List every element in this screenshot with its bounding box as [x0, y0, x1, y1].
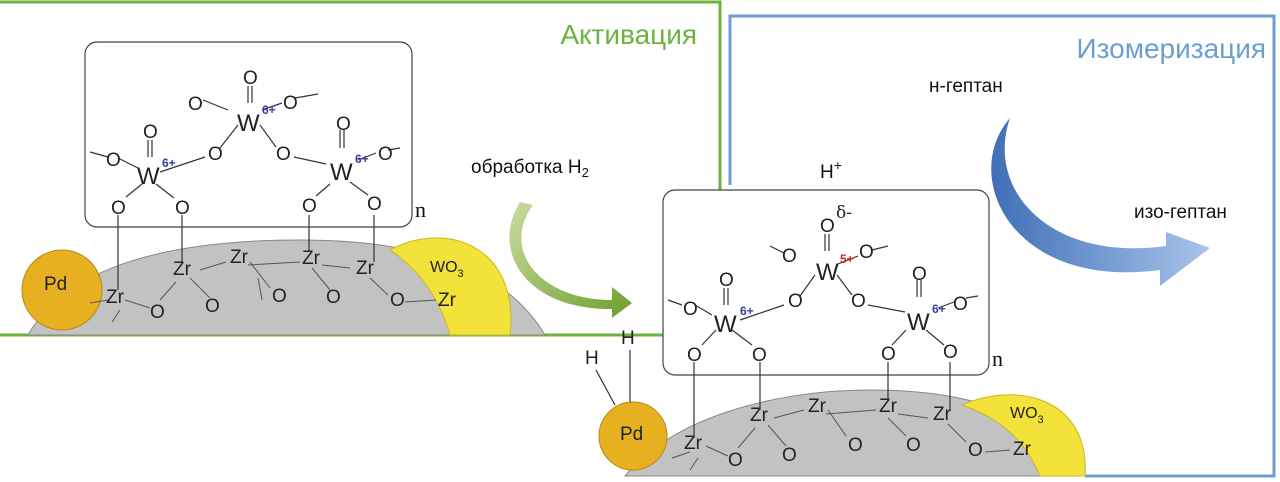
o-atom: O [283, 93, 298, 114]
o-atom: O [782, 445, 797, 466]
o-atom: O [683, 299, 698, 320]
o-atom: O [205, 296, 220, 317]
oxidation-state: 6+ [162, 156, 176, 170]
w-atom: W [816, 259, 839, 286]
zr-atom: Zr [356, 258, 375, 279]
product-label: изо-гептан [1134, 202, 1227, 223]
oxidation-state: 5+ [840, 252, 854, 266]
isomerization-panel: Изомеризация н-гептан изо-гептан H+ WO3 … [585, 14, 1276, 478]
o-atom: O [788, 291, 803, 312]
pd-label-left: Pd [44, 274, 67, 295]
isomerization-title: Изомеризация [1076, 33, 1266, 64]
zr-atom: Zr [173, 259, 192, 280]
o-atom: O [390, 290, 405, 311]
w-atom: W [714, 311, 737, 338]
oxidation-state: 6+ [932, 302, 946, 316]
o-atom: O [272, 286, 287, 307]
o-atom: O [106, 150, 121, 171]
zr-atom: Zr [438, 290, 457, 311]
activation-title: Активация [560, 19, 697, 50]
o-atom: O [728, 450, 743, 471]
zr-atom: Zr [750, 405, 769, 426]
zr-atom: Zr [230, 247, 249, 268]
oxidation-state: 6+ [262, 103, 276, 117]
hydrogen-bonds [595, 350, 631, 406]
o-atom: O [820, 216, 835, 237]
cluster-atoms-right: W 5+ W 6+ W 6+ O O O O O O O O O O O O O [683, 216, 968, 366]
delta-label: δ- [836, 203, 852, 223]
o-atom: O [188, 94, 203, 115]
w-atom: W [330, 159, 353, 186]
hydrogen-atom: H [621, 328, 635, 349]
wo3-particle-right [960, 394, 1086, 477]
isomerization-arrow [991, 118, 1210, 286]
o-atom: O [150, 302, 165, 323]
cluster-repeat-right: n [992, 346, 1003, 371]
cluster-box-right [662, 189, 990, 376]
o-atom: O [336, 114, 351, 135]
o-atom: O [782, 246, 797, 267]
w-atom: W [137, 163, 160, 190]
zr-atom: Zr [933, 404, 952, 425]
activation-panel: Активация Pd WO3 Zr Zr Zr Zr Zr Zr O O O… [0, 0, 722, 337]
zr-atom: Zr [106, 287, 125, 308]
zr-atom: Zr [1013, 439, 1032, 460]
w-atom: W [907, 309, 930, 336]
o-atom: O [302, 196, 317, 217]
o-atom: O [175, 198, 190, 219]
pd-label-right: Pd [620, 424, 643, 445]
zr-atom: Zr [684, 433, 703, 454]
o-atom: O [953, 294, 968, 315]
zr-atom: Zr [302, 248, 321, 269]
support-atoms-left: Zr Zr Zr Zr Zr Zr O O O O O [89, 247, 457, 323]
isomerization-frame [728, 14, 1276, 478]
pd-particle-right [598, 401, 668, 471]
o-atom: O [906, 435, 921, 456]
cluster-bonds-left [89, 86, 401, 290]
o-atom: O [752, 345, 767, 366]
o-atom: O [243, 68, 258, 89]
oxidation-state: 6+ [355, 152, 369, 166]
cluster-repeat-left: n [415, 197, 426, 222]
o-atom: O [912, 264, 927, 285]
treatment-label: обработка H2 [471, 157, 589, 180]
o-atom: O [326, 287, 341, 308]
cluster-atoms-left: W 6+ W 6+ W 6+ O O O O O O O O O O O O O [106, 68, 393, 219]
cluster-box-left [84, 41, 413, 228]
o-atom: O [719, 270, 734, 291]
wo3-particle-left [389, 237, 512, 336]
o-atom: O [968, 440, 983, 461]
o-atom: O [859, 242, 874, 263]
cluster-bonds-right [667, 234, 979, 438]
o-atom: O [851, 291, 866, 312]
o-atom: O [111, 198, 126, 219]
zr-atom: Zr [808, 396, 827, 417]
support-atoms-right: Zr Zr Zr Zr Zr Zr O O O O O [671, 396, 1032, 471]
oxidation-state: 6+ [740, 304, 754, 318]
hydrogen-atom: H [585, 348, 599, 369]
o-atom: O [276, 144, 291, 165]
wo3-label-left: WO3 [430, 259, 464, 280]
wo3-label-right: WO3 [1010, 405, 1044, 426]
o-atom: O [848, 435, 863, 456]
o-atom: O [943, 342, 958, 363]
o-atom: O [208, 144, 223, 165]
o-atom: O [367, 194, 382, 215]
activation-arrow [509, 202, 632, 318]
reactant-label: н-гептан [929, 76, 1003, 97]
o-atom: O [378, 144, 393, 165]
o-atom: O [881, 344, 896, 365]
o-atom: O [687, 345, 702, 366]
pd-particle-left [21, 249, 103, 331]
zr-atom: Zr [879, 396, 898, 417]
proton-label: H+ [820, 157, 842, 183]
o-atom: O [143, 122, 158, 143]
w-atom: W [237, 110, 260, 137]
